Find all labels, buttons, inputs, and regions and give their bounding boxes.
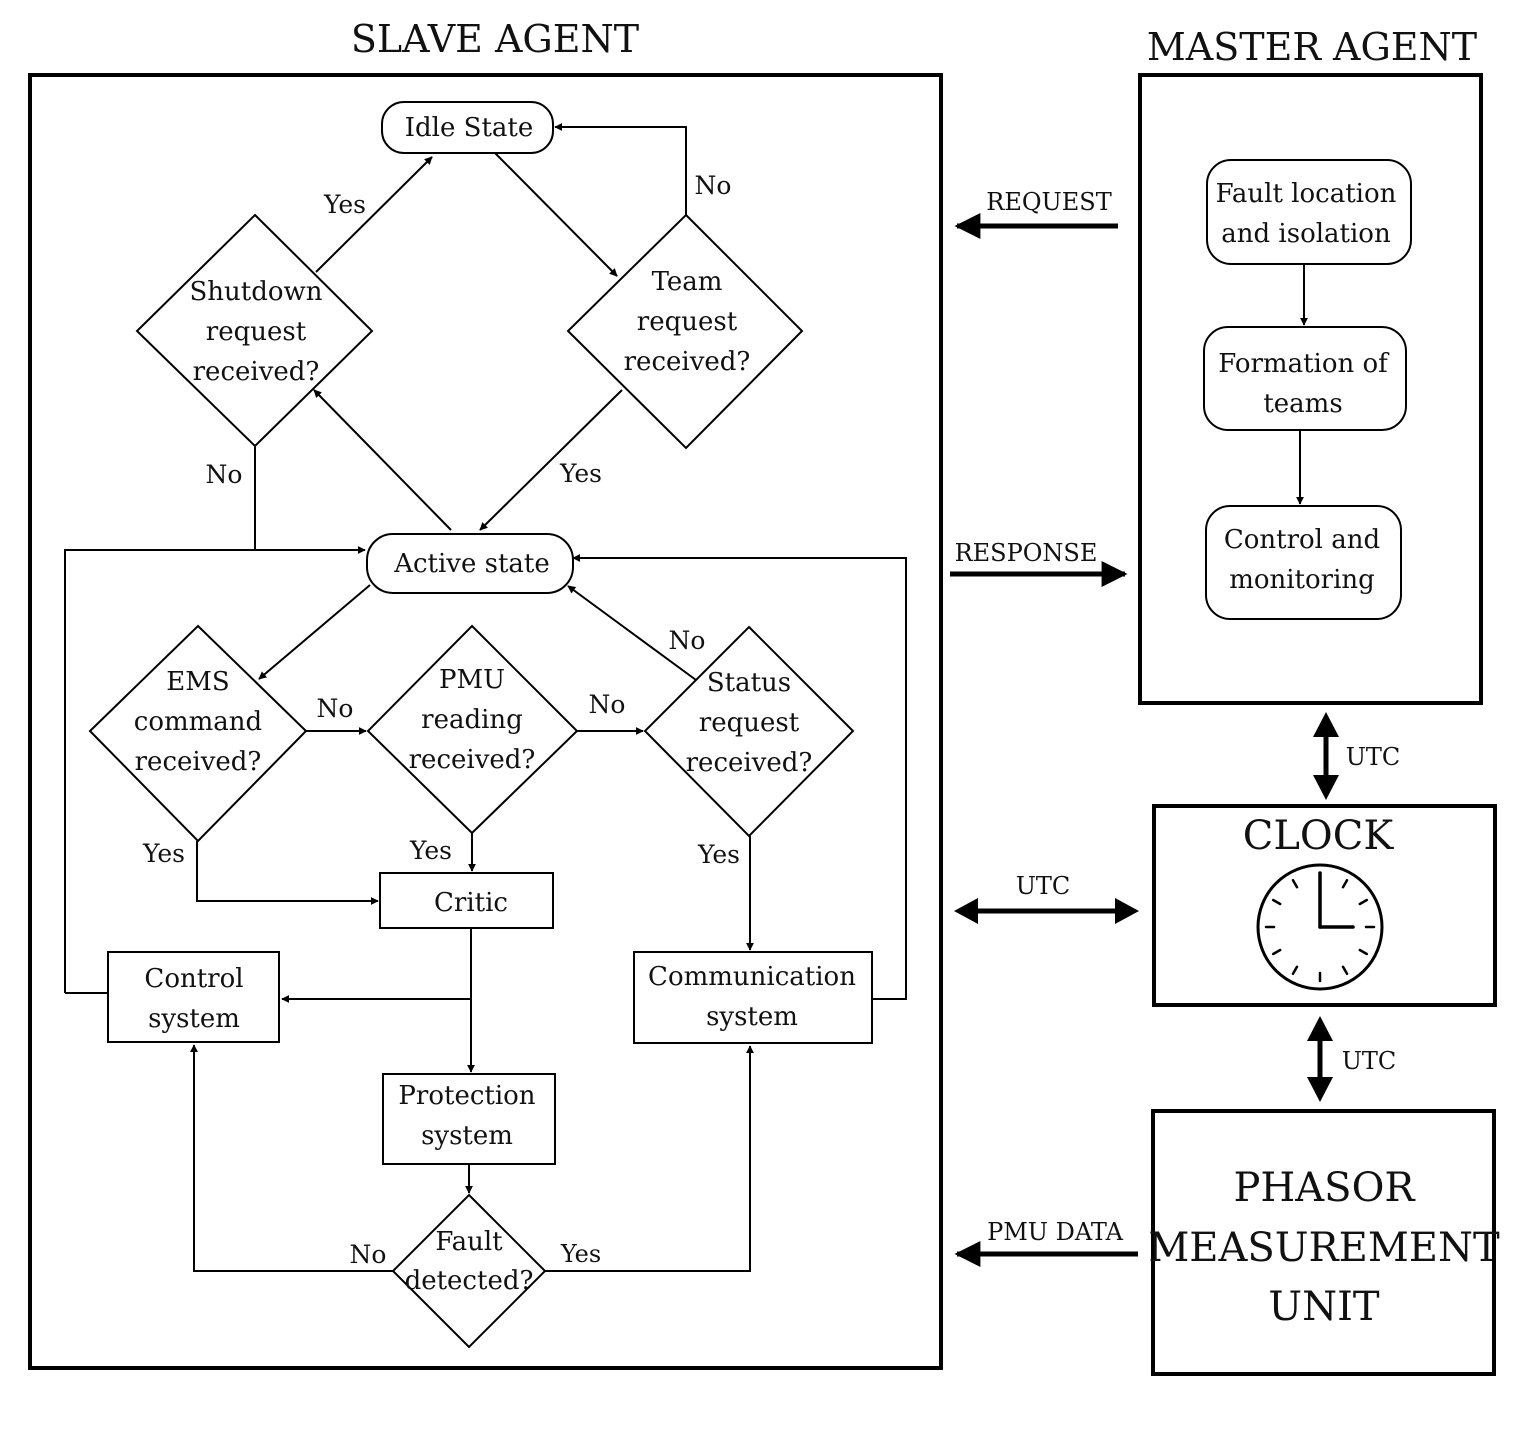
communication-line-1: Communication: [648, 962, 856, 992]
pmu-unit-line-2: MEASUREMENT: [1148, 1225, 1500, 1271]
response-label: RESPONSE: [955, 539, 1098, 567]
pmu-unit-line-1: PHASOR: [1234, 1165, 1417, 1211]
protection-line-2: system: [421, 1121, 513, 1151]
control-monitoring-line-2: monitoring: [1229, 565, 1375, 595]
pmu-reading-line-2: reading: [421, 705, 523, 735]
shutdown-line-3: received?: [193, 357, 320, 387]
shutdown-request-decision: Shutdown request received?: [135, 213, 374, 448]
pmu-unit-frame: [1151, 1109, 1496, 1376]
clock-frame: [1152, 804, 1497, 1007]
fault-location-line-1: Fault location: [1216, 179, 1397, 209]
idle-state-label: Idle State: [405, 113, 533, 143]
team-line-1: Team: [652, 267, 723, 297]
pmu-reading-line-3: received?: [409, 745, 536, 775]
label-no-pmu-to-status: No: [589, 690, 626, 719]
protection-system-node: Protection system: [382, 1073, 556, 1165]
pmu-data-label: PMU DATA: [987, 1218, 1124, 1246]
utc-master-clock-label: UTC: [1346, 743, 1401, 771]
label-yes-status-to-communication: Yes: [697, 840, 740, 869]
active-state-label: Active state: [393, 549, 550, 579]
clock-icon: [1256, 863, 1384, 991]
master-agent-title: MASTER AGENT: [1147, 25, 1477, 69]
fault-detected-decision: Fault detected?: [391, 1193, 547, 1349]
status-request-decision: Status request received?: [643, 625, 855, 838]
fault-line-1: Fault: [435, 1227, 503, 1257]
fault-location-line-2: and isolation: [1221, 219, 1391, 249]
master-agent-frame: [1138, 73, 1483, 705]
formation-line-2: teams: [1263, 389, 1342, 419]
team-line-3: received?: [624, 347, 751, 377]
label-yes-team-to-active: Yes: [559, 459, 602, 488]
pmu-unit-line-3: UNIT: [1268, 1284, 1380, 1330]
idle-state-node: Idle State: [381, 101, 554, 154]
ems-line-3: received?: [135, 747, 262, 777]
control-system-node: Control system: [107, 951, 280, 1043]
control-and-monitoring-node: Control and monitoring: [1205, 505, 1402, 620]
ems-command-decision: EMS command received?: [88, 624, 308, 843]
critic-label: Critic: [434, 888, 508, 918]
communication-line-2: system: [706, 1002, 798, 1032]
critic-node: Critic: [379, 872, 554, 929]
status-line-1: Status: [707, 668, 791, 698]
utc-slave-clock-label: UTC: [1016, 872, 1071, 900]
communication-system-node: Communication system: [633, 951, 873, 1044]
label-no-team-to-idle: No: [695, 171, 732, 200]
label-no-fault-to-control: No: [350, 1240, 387, 1269]
label-yes-pmu-to-critic: Yes: [409, 836, 452, 865]
pmu-reading-decision: PMU reading received?: [366, 624, 579, 835]
shutdown-line-2: request: [206, 317, 307, 347]
inter-agent-links: REQUEST RESPONSE UTC UTC UTC PMU DATA: [950, 188, 1401, 1267]
slave-connectors: [64, 123, 907, 1272]
label-no-ems-to-pmu: No: [317, 694, 354, 723]
team-request-decision: Team request received?: [566, 213, 804, 450]
active-state-node: Active state: [366, 533, 574, 594]
control-line-2: system: [148, 1004, 240, 1034]
utc-clock-pmu-label: UTC: [1342, 1047, 1397, 1075]
control-line-1: Control: [144, 964, 243, 994]
formation-of-teams-node: Formation of teams: [1203, 326, 1407, 431]
ems-line-1: EMS: [166, 667, 229, 697]
slave-agent-title: SLAVE AGENT: [351, 17, 639, 61]
status-line-3: received?: [686, 748, 813, 778]
team-line-2: request: [637, 307, 738, 337]
label-no-shutdown: No: [206, 460, 243, 489]
label-yes-ems-to-critic: Yes: [142, 839, 185, 868]
fault-line-2: detected?: [405, 1266, 534, 1296]
formation-line-1: Formation of: [1218, 349, 1390, 379]
control-monitoring-line-1: Control and: [1224, 525, 1380, 555]
protection-line-1: Protection: [398, 1081, 535, 1111]
edge-labels: No Yes No Yes No No No Yes Yes Yes No Ye…: [142, 171, 740, 1269]
status-line-2: request: [699, 708, 800, 738]
master-connectors: [1296, 264, 1308, 505]
slave-agent-frame: [28, 73, 943, 1370]
shutdown-line-1: Shutdown: [189, 277, 322, 307]
label-no-status-to-active: No: [669, 626, 706, 655]
fault-location-isolation-node: Fault location and isolation: [1206, 159, 1412, 265]
label-yes-fault-to-communication: Yes: [560, 1240, 601, 1268]
pmu-reading-line-1: PMU: [439, 665, 505, 695]
request-label: REQUEST: [986, 188, 1111, 216]
clock-title: CLOCK: [1243, 813, 1395, 859]
ems-line-2: command: [134, 707, 262, 737]
label-yes-shutdown-to-idle: Yes: [323, 190, 366, 219]
